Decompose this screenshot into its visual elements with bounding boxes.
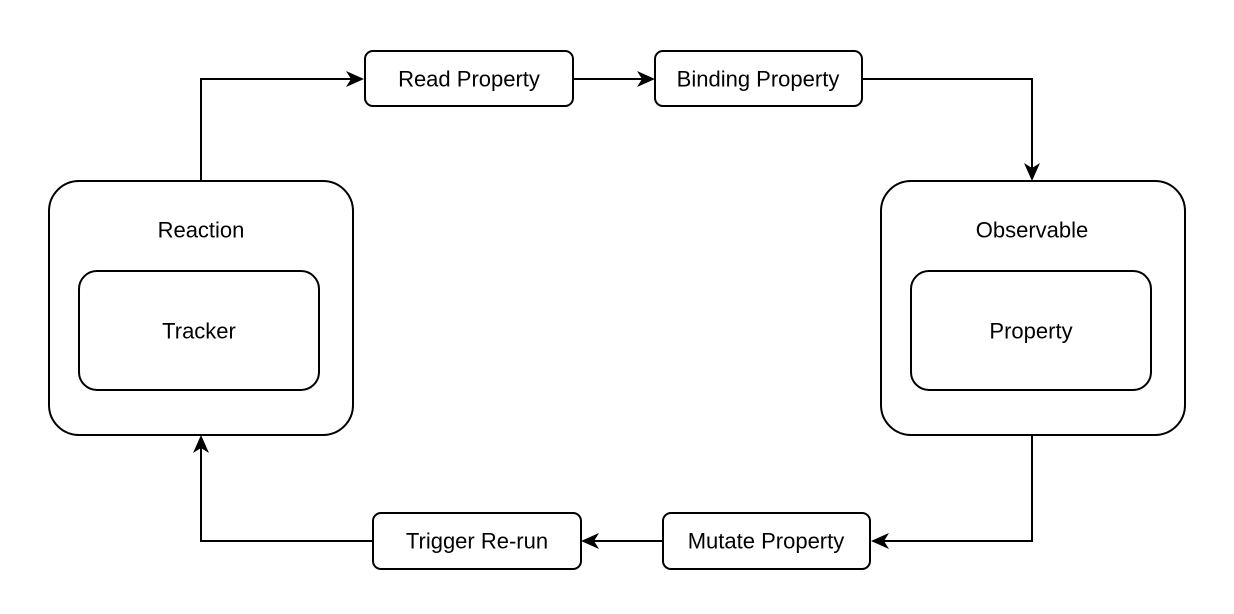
arrowhead-read-property [346,71,364,87]
binding-property-label: Binding Property [677,67,840,92]
trigger-rerun-label: Trigger Re-run [406,529,548,554]
edge-binding-to-observable [862,78,1033,169]
reaction-title: Reaction [158,218,245,243]
trigger-rerun-box[interactable] [372,512,582,570]
tracker-box[interactable] [78,270,320,391]
diagram-edges [193,71,1040,549]
binding-property-box[interactable] [654,50,863,107]
edge-trigger-rerun-to-reaction [200,447,373,542]
arrowhead-reaction [193,435,209,453]
read-property-node[interactable]: Read Property [364,50,574,107]
mutate-property-node[interactable]: Mutate Property [662,512,871,570]
mutate-property-box[interactable] [662,512,871,570]
tracker-label: Tracker [162,319,236,344]
edge-observable-to-mutate-property [883,435,1033,542]
trigger-rerun-node[interactable]: Trigger Re-run [372,512,582,570]
edge-reaction-to-read-property [200,78,352,181]
property-label: Property [989,319,1072,344]
arrowhead-mutate-property [871,533,889,549]
observable-title: Observable [976,218,1089,243]
observable-node[interactable]: Observable Property [880,180,1186,436]
read-property-box[interactable] [364,50,574,107]
arrowhead-trigger-rerun [581,533,599,549]
property-box[interactable] [910,270,1152,391]
arrowhead-binding-property [637,71,655,87]
arrowhead-observable [1024,163,1040,181]
mutate-property-label: Mutate Property [688,529,845,554]
binding-property-node[interactable]: Binding Property [654,50,863,107]
read-property-label: Read Property [398,67,540,92]
reaction-node[interactable]: Reaction Tracker [48,180,354,436]
